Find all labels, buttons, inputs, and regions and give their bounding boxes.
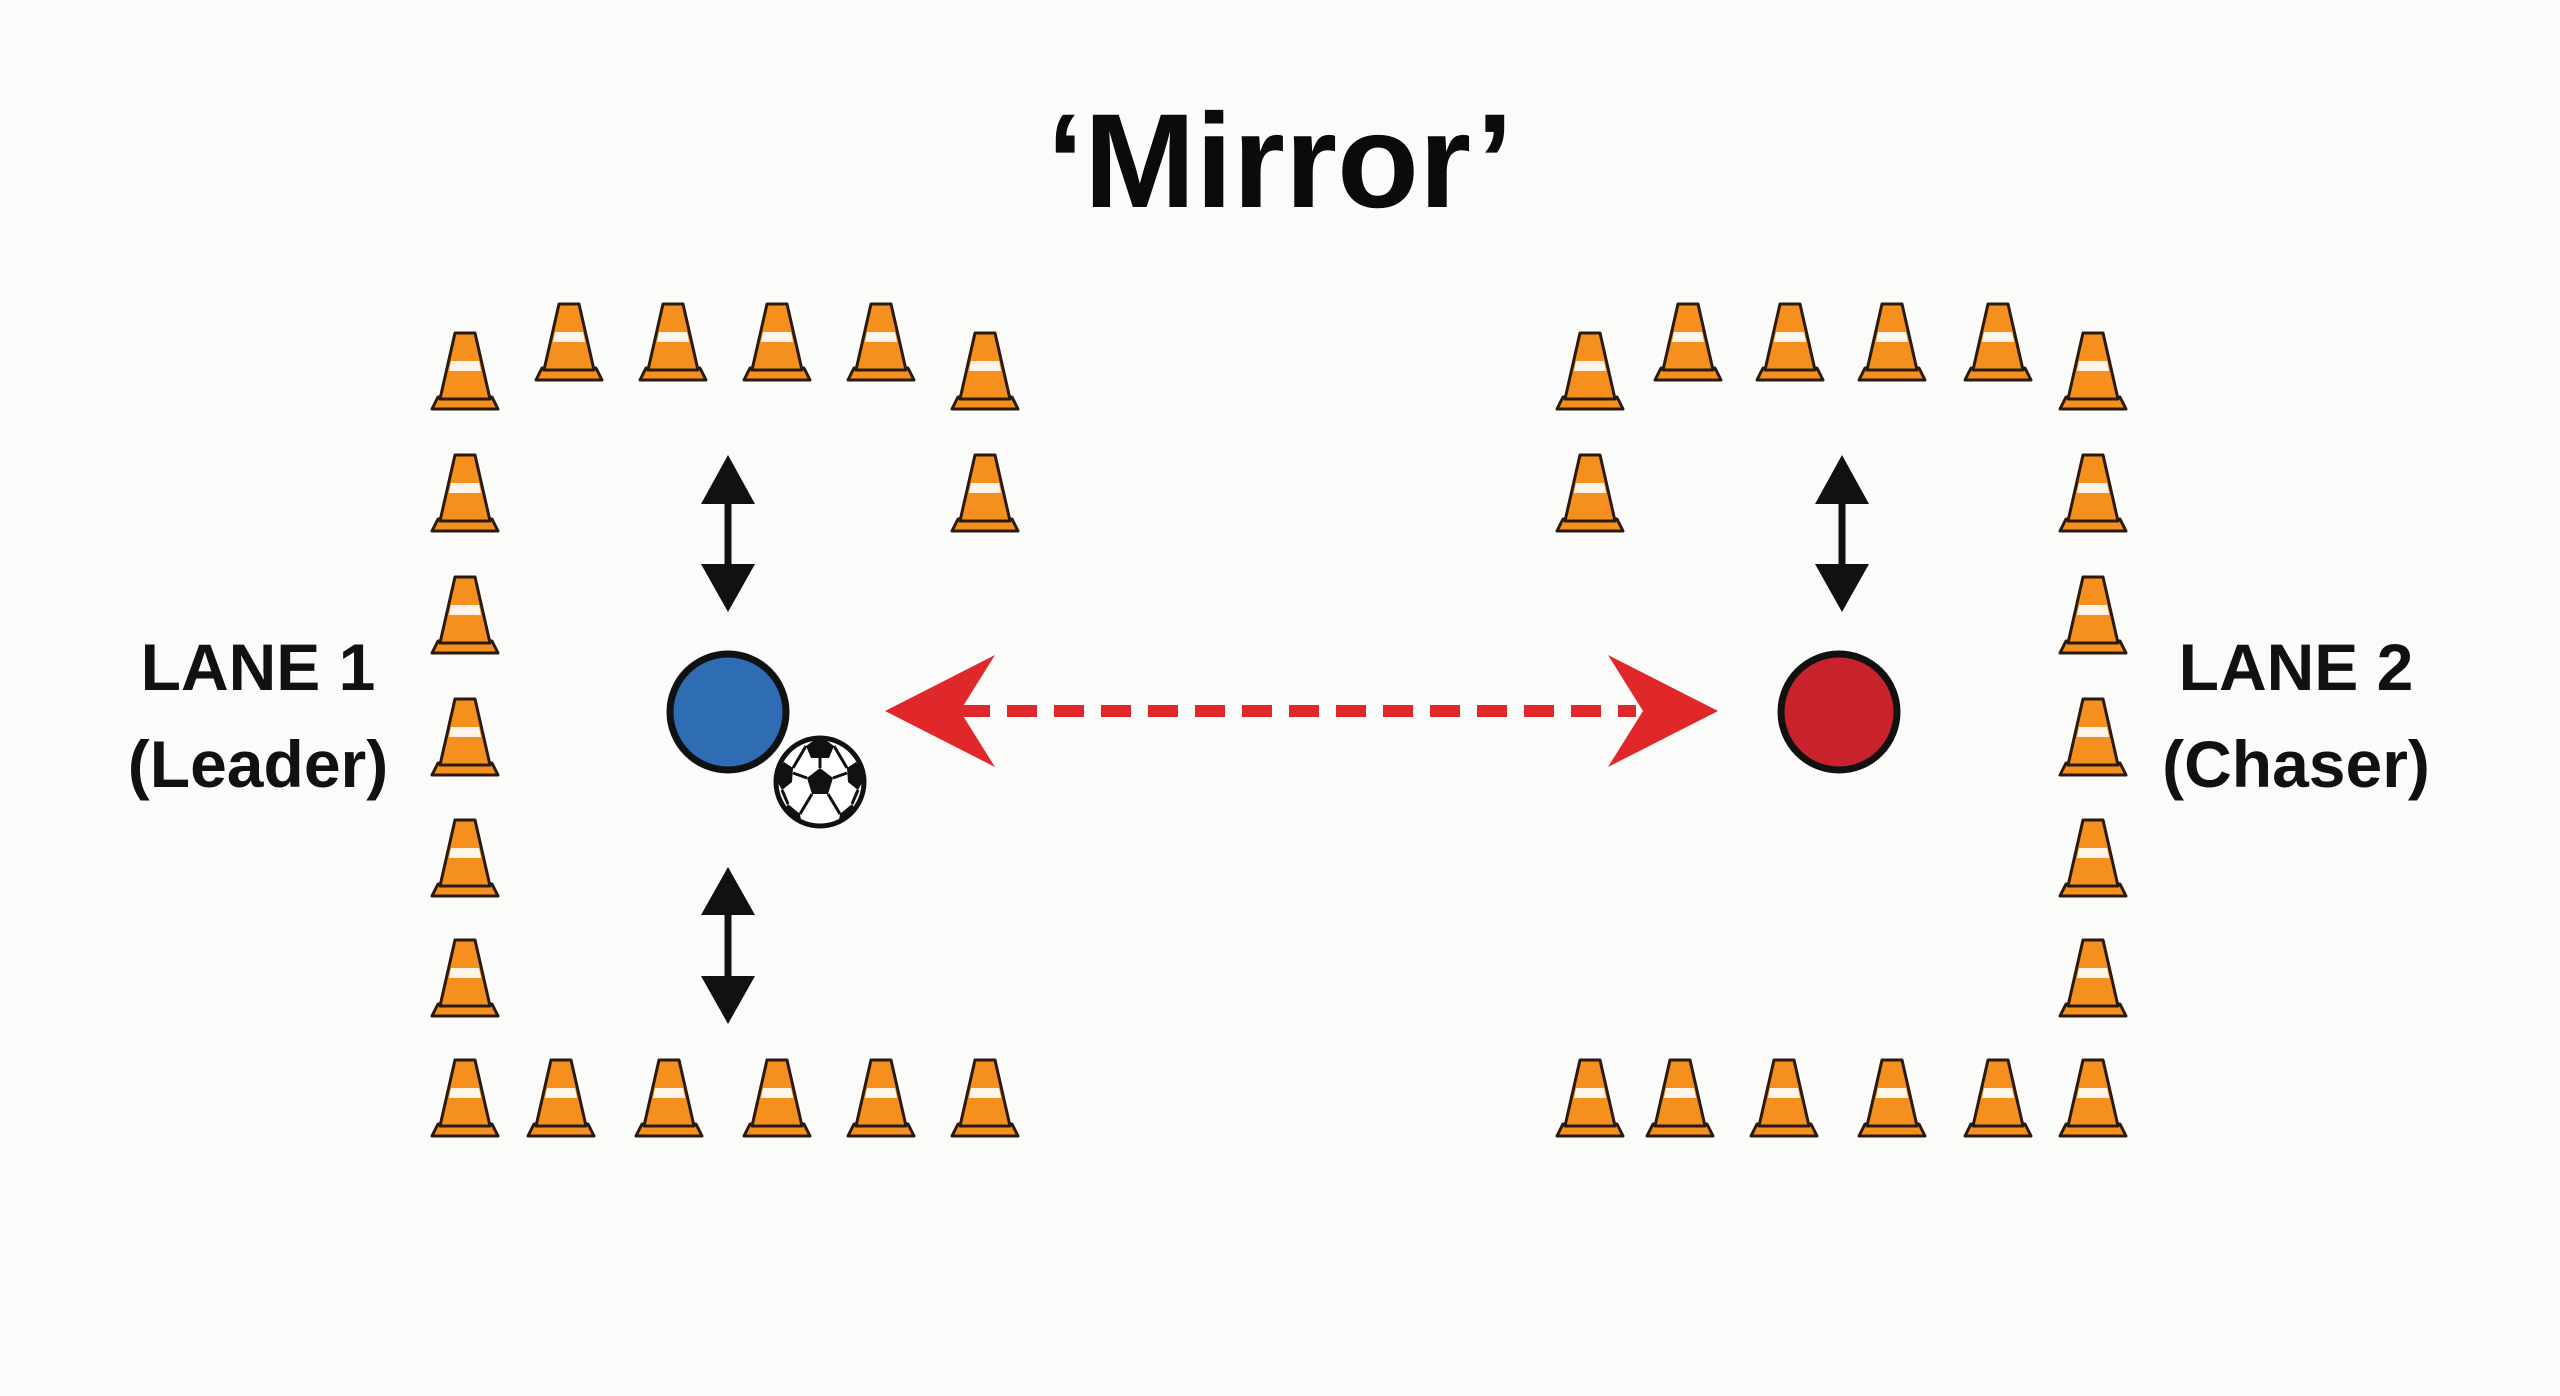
traffic-cone-icon bbox=[430, 818, 500, 898]
traffic-cone-icon bbox=[2058, 575, 2128, 655]
traffic-cone-icon bbox=[1555, 331, 1625, 411]
traffic-cone-icon bbox=[1653, 302, 1723, 382]
traffic-cone-icon bbox=[430, 575, 500, 655]
double-headed-vertical-arrow-icon bbox=[1815, 455, 1869, 612]
traffic-cone-icon bbox=[1755, 302, 1825, 382]
traffic-cone-icon bbox=[634, 1058, 704, 1138]
traffic-cone-icon bbox=[1857, 1058, 1927, 1138]
traffic-cone-icon bbox=[742, 302, 812, 382]
soccer-ball-icon bbox=[773, 735, 867, 829]
traffic-cone-icon bbox=[534, 302, 604, 382]
traffic-cone-icon bbox=[2058, 818, 2128, 898]
lane-2-label: LANE 2 bbox=[2179, 630, 2414, 704]
traffic-cone-icon bbox=[1555, 1058, 1625, 1138]
traffic-cone-icon bbox=[2058, 453, 2128, 533]
diagram-title: ‘Mirror’ bbox=[1047, 87, 1514, 236]
lane-1-role-label: (Leader) bbox=[128, 727, 388, 801]
chaser-player-marker bbox=[1777, 650, 1901, 774]
traffic-cone-icon bbox=[1749, 1058, 1819, 1138]
traffic-cone-icon bbox=[2058, 331, 2128, 411]
traffic-cone-icon bbox=[2058, 938, 2128, 1018]
double-headed-vertical-arrow-icon bbox=[701, 455, 755, 612]
traffic-cone-icon bbox=[742, 1058, 812, 1138]
traffic-cone-icon bbox=[430, 453, 500, 533]
traffic-cone-icon bbox=[430, 938, 500, 1018]
leader-player-marker bbox=[666, 650, 790, 774]
traffic-cone-icon bbox=[1857, 302, 1927, 382]
lane-2-role-label: (Chaser) bbox=[2162, 727, 2430, 801]
traffic-cone-icon bbox=[2058, 1058, 2128, 1138]
double-headed-vertical-arrow-icon bbox=[701, 867, 755, 1024]
traffic-cone-icon bbox=[846, 1058, 916, 1138]
traffic-cone-icon bbox=[430, 697, 500, 777]
double-headed-horizontal-arrow-icon bbox=[885, 655, 1718, 767]
traffic-cone-icon bbox=[1963, 302, 2033, 382]
traffic-cone-icon bbox=[638, 302, 708, 382]
traffic-cone-icon bbox=[846, 302, 916, 382]
traffic-cone-icon bbox=[950, 1058, 1020, 1138]
lane-1-label: LANE 1 bbox=[141, 630, 376, 704]
traffic-cone-icon bbox=[950, 331, 1020, 411]
traffic-cone-icon bbox=[1555, 453, 1625, 533]
traffic-cone-icon bbox=[1963, 1058, 2033, 1138]
traffic-cone-icon bbox=[526, 1058, 596, 1138]
traffic-cone-icon bbox=[430, 1058, 500, 1138]
traffic-cone-icon bbox=[950, 453, 1020, 533]
traffic-cone-icon bbox=[430, 331, 500, 411]
traffic-cone-icon bbox=[1645, 1058, 1715, 1138]
traffic-cone-icon bbox=[2058, 697, 2128, 777]
